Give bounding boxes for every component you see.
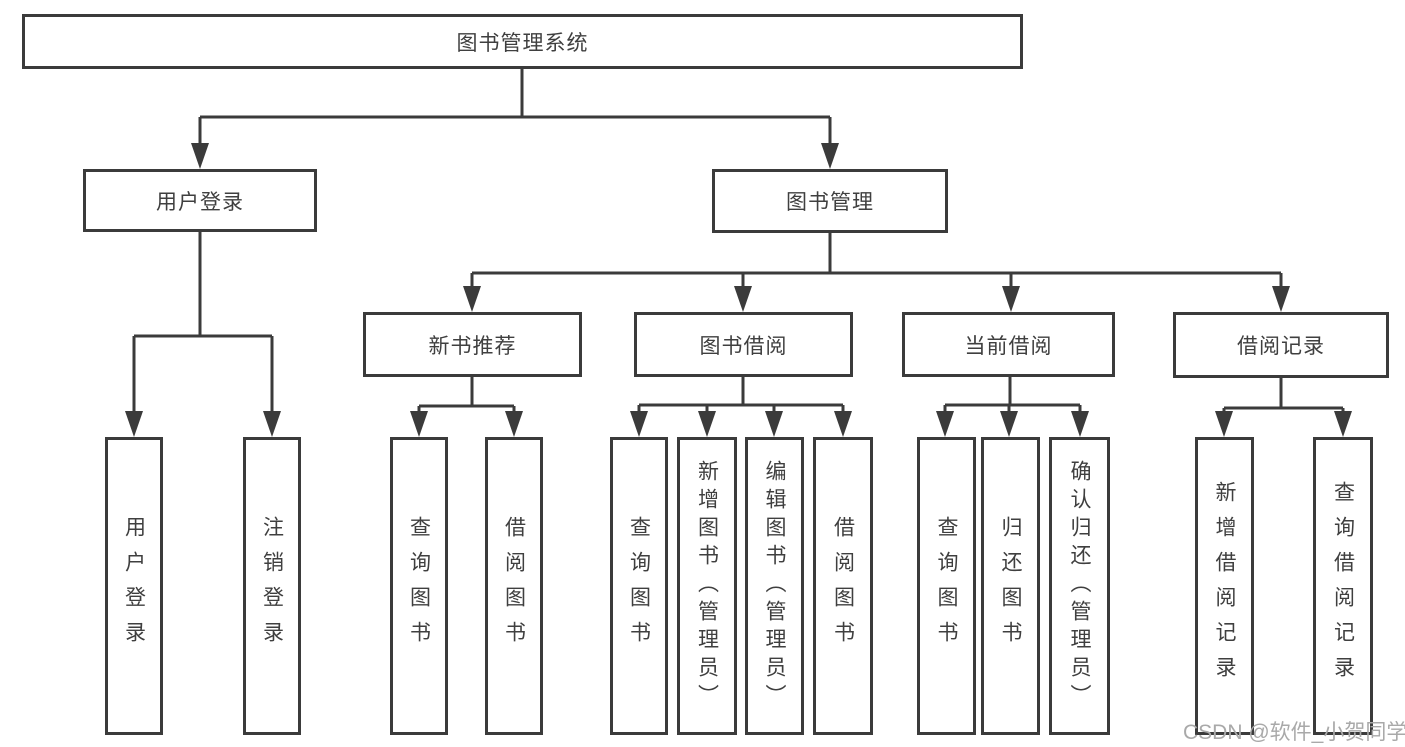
arrowhead-new-books xyxy=(463,286,481,312)
arrowhead-user-login-leaf xyxy=(125,411,143,437)
node-cb-return-books: 归还图书 xyxy=(981,437,1040,735)
node-root-label: 图书管理系统 xyxy=(456,31,589,55)
node-bb-edit-books: 编辑图书（管理员） xyxy=(745,437,804,735)
connector-root-to-level2 xyxy=(191,69,839,169)
node-br-query-record: 查询借阅记录 xyxy=(1313,437,1373,735)
connector-line xyxy=(198,69,832,150)
node-new-books-label: 新书推荐 xyxy=(428,334,517,358)
arrowhead-book-borrow xyxy=(734,286,752,312)
node-bb-query-books: 查询图书 xyxy=(610,437,668,735)
node-current-borrow: 当前借阅 xyxy=(902,312,1115,377)
arrowhead-nb-query xyxy=(410,411,428,437)
node-user-login: 用户登录 xyxy=(83,169,317,232)
arrowhead-logout-leaf xyxy=(263,411,281,437)
connector-borrow-records-to-leaves xyxy=(1215,377,1352,437)
node-cb-query-books: 查询图书 xyxy=(917,437,976,735)
node-bb-edit-books-label: 编辑图书（管理员） xyxy=(763,460,787,712)
arrowhead-cb-confirm xyxy=(1071,411,1089,437)
connector-current-borrow-to-leaves xyxy=(936,377,1089,437)
arrowhead-book-mgmt xyxy=(821,143,839,169)
arrowhead-bb-query xyxy=(630,411,648,437)
node-br-add-record-label: 新增借阅记录 xyxy=(1213,481,1237,691)
connector-user-login-to-leaves xyxy=(125,232,281,437)
node-user-login-leaf: 用户登录 xyxy=(105,437,163,735)
arrowhead-cb-query xyxy=(936,411,954,437)
node-bb-borrow-books-label: 借阅图书 xyxy=(831,516,855,656)
node-br-add-record: 新增借阅记录 xyxy=(1195,437,1254,735)
node-nb-borrow-books-label: 借阅图书 xyxy=(502,516,526,656)
node-br-query-record-label: 查询借阅记录 xyxy=(1331,481,1355,691)
node-cb-confirm-return-label: 确认归还（管理员） xyxy=(1068,460,1092,712)
connector-line xyxy=(943,377,1082,420)
arrowhead-cb-return xyxy=(1000,411,1018,437)
node-root: 图书管理系统 xyxy=(22,14,1023,69)
connector-line xyxy=(1222,377,1345,420)
arrowhead-borrow-records xyxy=(1272,286,1290,312)
arrowhead-nb-borrow xyxy=(505,411,523,437)
node-bb-borrow-books: 借阅图书 xyxy=(813,437,873,735)
node-book-mgmt-label: 图书管理 xyxy=(786,191,874,214)
connector-line xyxy=(132,232,274,420)
csdn-watermark: CSDN @软件_小贺同学 xyxy=(1183,721,1405,744)
connector-line xyxy=(637,377,845,420)
node-borrow-records: 借阅记录 xyxy=(1173,312,1389,378)
node-bb-add-books-label: 新增图书（管理员） xyxy=(695,460,719,712)
node-nb-borrow-books: 借阅图书 xyxy=(485,437,543,735)
arrowhead-current-borrow xyxy=(1002,286,1020,312)
node-borrow-records-label: 借阅记录 xyxy=(1237,335,1325,358)
node-book-borrow: 图书借阅 xyxy=(634,312,853,377)
node-new-books: 新书推荐 xyxy=(363,312,582,377)
node-book-borrow-label: 图书借阅 xyxy=(699,334,788,358)
arrowhead-bb-add xyxy=(698,411,716,437)
arrowhead-br-query xyxy=(1334,411,1352,437)
arrowhead-bb-borrow xyxy=(834,411,852,437)
node-cb-query-books-label: 查询图书 xyxy=(935,516,959,656)
node-bb-query-books-label: 查询图书 xyxy=(627,516,651,656)
node-cb-return-books-label: 归还图书 xyxy=(999,516,1023,656)
connector-book-borrow-to-leaves xyxy=(630,377,852,437)
node-current-borrow-label: 当前借阅 xyxy=(964,334,1053,358)
connector-line xyxy=(470,233,1283,295)
node-user-login-label: 用户登录 xyxy=(156,190,244,214)
node-book-mgmt: 图书管理 xyxy=(712,169,948,233)
connector-line xyxy=(417,377,516,420)
arrowhead-bb-edit xyxy=(765,411,783,437)
node-logout-leaf: 注销登录 xyxy=(243,437,301,735)
node-nb-query-books-label: 查询图书 xyxy=(407,516,431,656)
node-logout-leaf-label: 注销登录 xyxy=(260,516,284,656)
connector-book-mgmt-to-level3 xyxy=(463,233,1290,312)
node-bb-add-books: 新增图书（管理员） xyxy=(677,437,737,735)
connector-new-books-to-leaves xyxy=(410,377,523,437)
node-cb-confirm-return: 确认归还（管理员） xyxy=(1049,437,1110,735)
node-user-login-leaf-label: 用户登录 xyxy=(122,516,146,656)
arrowhead-user-login xyxy=(191,143,209,169)
node-nb-query-books: 查询图书 xyxy=(390,437,448,735)
arrowhead-br-add xyxy=(1215,411,1233,437)
